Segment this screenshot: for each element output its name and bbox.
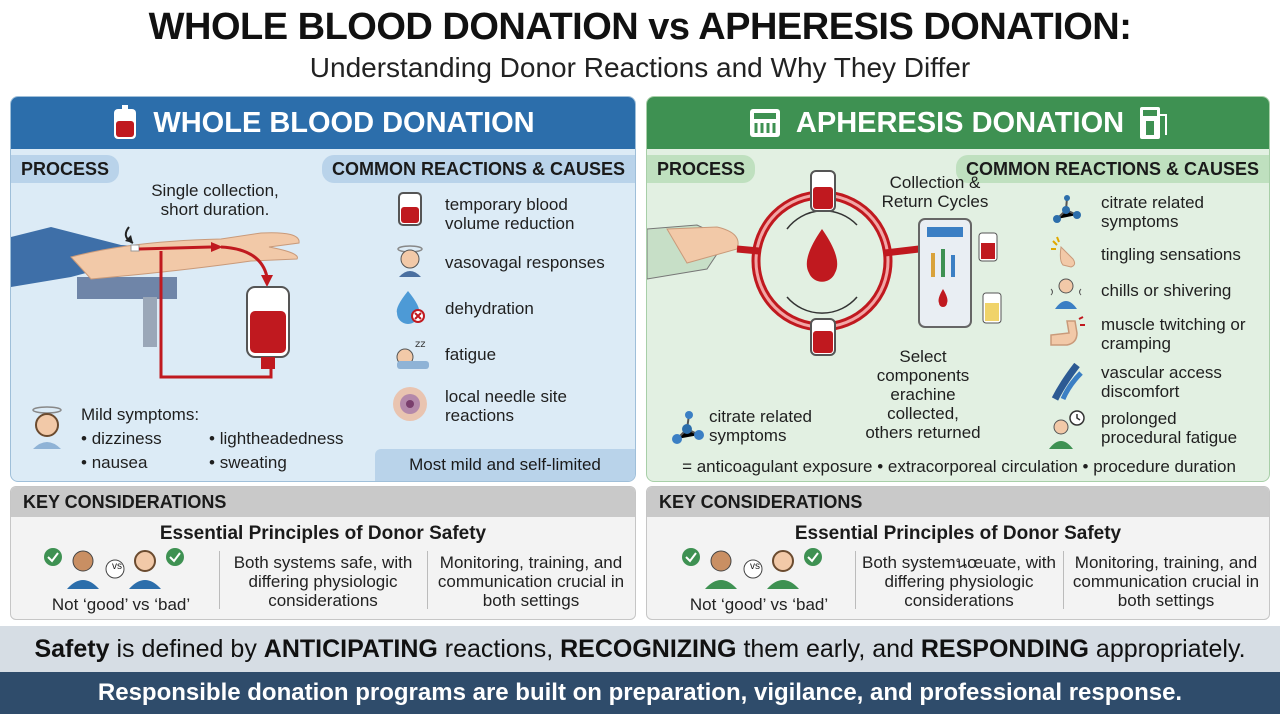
kc-divider [1063, 551, 1064, 609]
blood-bag-icon [393, 189, 427, 226]
reaction-label: muscle twitching or cramping [1101, 315, 1246, 353]
kc-col-3: Monitoring, training, and communication … [1072, 553, 1260, 610]
vs-label: vs [112, 561, 122, 572]
page-subtitle: Understanding Donor Reactions and Why Th… [309, 52, 971, 83]
reaction-label: citrate related symptoms [1101, 193, 1204, 231]
kc-divider [855, 551, 856, 609]
whole-blood-title: WHOLE BLOOD DONATION [153, 106, 535, 139]
programs-statement: Responsible donation programs are built … [0, 672, 1280, 714]
mild-symptoms-title: Mild symptoms: [81, 405, 200, 424]
key-considerations-head: KEY CONSIDERATIONS [11, 487, 635, 517]
reaction-label: prolonged procedural fatigue [1101, 409, 1238, 447]
vein-icon [1049, 363, 1083, 401]
cycle-note: Collection & Return Cycles [881, 173, 989, 211]
anticipating-word: ANTICIPATING [263, 634, 438, 663]
vs-label: vs [750, 561, 760, 572]
safety-word: Safety [34, 634, 110, 663]
mild-symptom-item: • lightheadedness [209, 429, 344, 448]
safety-text: appropriately. [1088, 634, 1246, 663]
kc-col-2: Both systems safe, with differing physio… [233, 553, 413, 610]
process-note: Single collection, short duration. [151, 181, 279, 219]
key-considerations-subtitle: Essential Principles of Donor Safety [159, 523, 487, 544]
kc-col-3: Monitoring, training, and communication … [437, 553, 625, 610]
whole-blood-header: WHOLE BLOOD DONATION [11, 97, 635, 149]
responding-word: RESPONDING [920, 634, 1089, 663]
kc-divider [219, 551, 220, 609]
safety-text: reactions, [437, 634, 561, 663]
key-considerations-whole-blood: KEY CONSIDERATIONS Essential Principles … [10, 486, 636, 620]
reaction-label: vasovagal responses [445, 253, 605, 272]
clock-person-icon [1047, 409, 1087, 449]
apheresis-process-tag: PROCESS [647, 155, 756, 183]
machine-icon [748, 107, 782, 139]
reaction-label: chills or shivering [1101, 281, 1232, 300]
reaction-label: dehydration [445, 299, 534, 318]
safety-statement: Safety is defined by ANTICIPATING reacti… [0, 626, 1280, 672]
tingling-hand-icon [1049, 235, 1083, 269]
needle-site-icon [391, 385, 427, 421]
safety-text: is defined by [109, 634, 264, 663]
kc-col-1: Not ‘good’ vs ‘bad’ [51, 595, 191, 614]
molecule-icon [667, 409, 707, 449]
apheresis-process-illustration [647, 169, 1017, 369]
key-considerations-head: KEY CONSIDERATIONS [647, 487, 1269, 517]
mild-symptom-item: • dizziness [81, 429, 162, 448]
donor-pair-icon [39, 545, 189, 589]
woman-head-icon [27, 403, 67, 449]
apheresis-footer-note: = anticoagulant exposure • extracorporea… [682, 457, 1236, 476]
reaction-label: local needle site reactions [445, 387, 567, 425]
whole-blood-reactions-tag: COMMON REACTIONS & CAUSES [321, 155, 635, 183]
svg-text:zz: zz [415, 339, 426, 350]
apheresis-title: APHERESIS DONATION [795, 106, 1125, 139]
flexed-arm-icon [1047, 315, 1087, 349]
kc-col-2: Both systemนœuate, with differing physio… [862, 553, 1056, 610]
shivering-person-icon [1049, 275, 1083, 309]
citrate-note: citrate related symptoms [709, 407, 812, 445]
sleeping-icon: zz [393, 337, 429, 371]
page-title: WHOLE BLOOD DONATION vs APHERESIS DONATI… [148, 6, 1132, 48]
reaction-label: vascular access discomfort [1101, 363, 1222, 401]
apheresis-unit-icon [1138, 105, 1168, 141]
molecule-icon [1049, 193, 1083, 227]
mild-symptom-item: • nausea [81, 453, 148, 472]
reaction-label: tingling sensations [1101, 245, 1241, 264]
kc-col-1: Not ‘good’ vs ‘bad’ [689, 595, 829, 614]
recognizing-word: RECOGNIZING [560, 634, 737, 663]
donor-pair-icon [677, 545, 827, 589]
whole-blood-process-tag: PROCESS [11, 155, 120, 183]
whole-blood-footer-note: Most mild and self-limited [375, 449, 635, 481]
select-components-note: Select components erachine collected, ot… [865, 347, 981, 442]
key-considerations-subtitle: Essential Principles of Donor Safety [794, 523, 1122, 544]
blood-bag-icon [111, 105, 139, 141]
key-considerations-apheresis: KEY CONSIDERATIONS Essential Principles … [646, 486, 1270, 620]
whole-blood-process-illustration [11, 197, 341, 397]
water-drop-icon [393, 289, 427, 324]
apheresis-panel: APHERESIS DONATION PROCESS COMMON REACTI… [646, 96, 1270, 482]
reaction-label: fatigue [445, 345, 497, 364]
whole-blood-panel: WHOLE BLOOD DONATION PROCESS COMMON REAC… [10, 96, 636, 482]
dizzy-head-icon [393, 243, 427, 277]
kc-divider [427, 551, 428, 609]
apheresis-reactions-tag: COMMON REACTIONS & CAUSES [955, 155, 1269, 183]
reaction-label: temporary blood volume reduction [445, 195, 575, 233]
safety-text: them early, and [736, 634, 921, 663]
mild-symptom-item: • sweating [209, 453, 287, 472]
apheresis-header: APHERESIS DONATION [647, 97, 1269, 149]
